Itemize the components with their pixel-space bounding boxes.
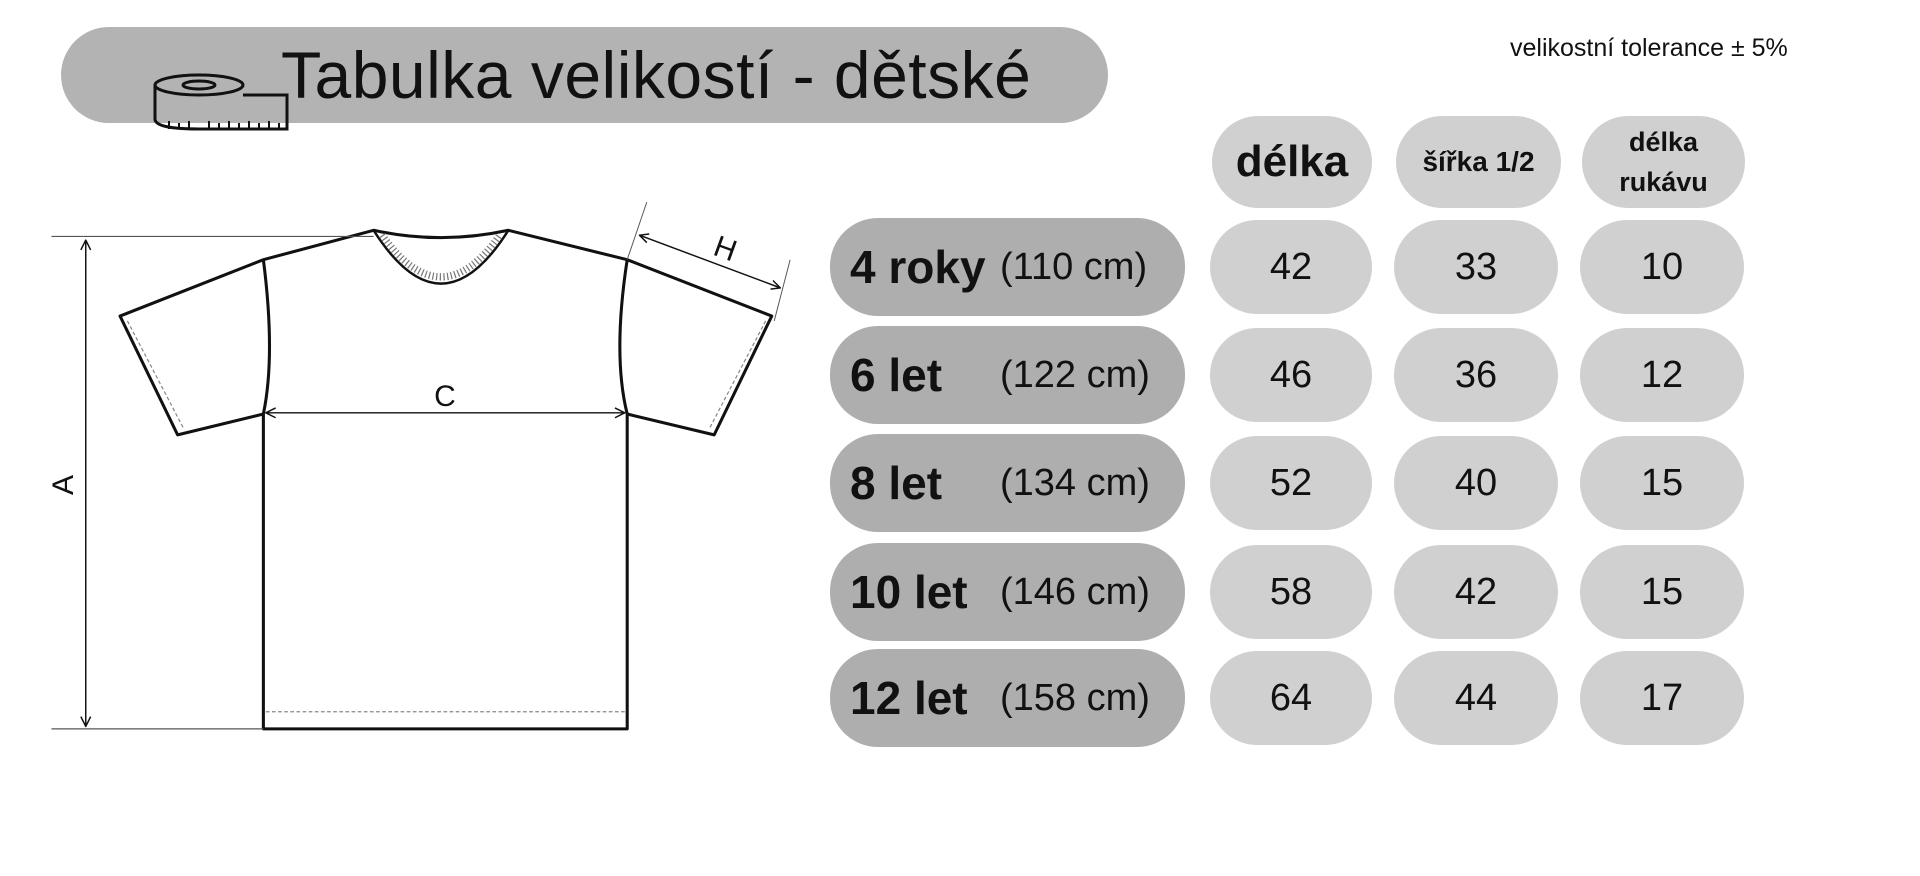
title-banner: Tabulka velikostí - dětské: [61, 27, 1108, 131]
header-length: délka: [1212, 116, 1372, 208]
measurement-cell: 12: [1580, 328, 1744, 422]
measurement-cell: 64: [1210, 651, 1372, 745]
dimension-label-a: A: [47, 475, 80, 495]
dimension-label-h: H: [709, 230, 741, 268]
child-height: (110 cm): [1000, 245, 1148, 288]
dimension-label-c: C: [434, 380, 456, 413]
measurement-cell: 42: [1210, 220, 1372, 314]
measurement-cell: 36: [1394, 328, 1558, 422]
child-height: (158 cm): [1000, 676, 1150, 719]
measurement-cell: 10: [1580, 220, 1744, 314]
measurement-cell: 15: [1580, 545, 1744, 639]
size-label-row: 6 let (122 cm): [830, 326, 1185, 424]
measurement-cell: 58: [1210, 545, 1372, 639]
child-height: (146 cm): [1000, 570, 1150, 613]
child-height: (134 cm): [1000, 461, 1150, 504]
measurement-cell: 52: [1210, 436, 1372, 530]
size-label-row: 12 let (158 cm): [830, 649, 1185, 747]
size-label-row: 10 let (146 cm): [830, 543, 1185, 641]
size-name: 8 let: [850, 457, 943, 509]
header-sleeve-length: délka rukávu: [1582, 116, 1745, 208]
size-label-row: 8 let (134 cm): [830, 434, 1185, 532]
header-half-width: šířka 1/2: [1396, 116, 1561, 208]
child-height: (122 cm): [1000, 353, 1150, 396]
page-title: Tabulka velikostí - dětské: [281, 38, 1032, 112]
measurement-cell: 44: [1394, 651, 1558, 745]
size-name: 10 let: [850, 566, 968, 618]
size-name: 6 let: [850, 349, 943, 401]
size-label-row: 4 roky (110 cm): [830, 218, 1185, 316]
measurement-cell: 46: [1210, 328, 1372, 422]
size-name: 4 roky: [850, 241, 986, 293]
measurement-cell: 33: [1394, 220, 1558, 314]
tshirt-diagram: A C H: [47, 201, 791, 731]
measuring-tape-icon: [153, 73, 289, 131]
measurement-cell: 42: [1394, 545, 1558, 639]
size-name: 12 let: [850, 672, 968, 724]
measurement-cell: 40: [1394, 436, 1558, 530]
measurement-cell: 17: [1580, 651, 1744, 745]
measurement-cell: 15: [1580, 436, 1744, 530]
tolerance-note: velikostní tolerance ± 5%: [1510, 34, 1788, 62]
